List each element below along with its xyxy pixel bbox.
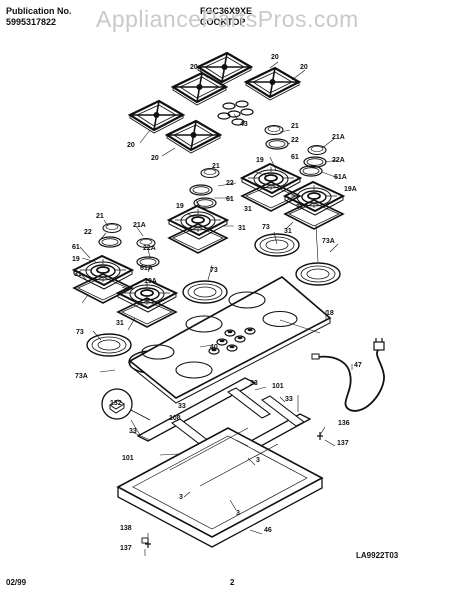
callout-31: 31: [74, 271, 82, 278]
callout-61A: 61A: [140, 265, 153, 272]
callout-22A: 22A: [143, 245, 156, 252]
callout-47: 47: [354, 362, 362, 369]
callout-137: 137: [337, 440, 349, 447]
callout-20: 20: [271, 54, 279, 61]
callout-33: 33: [178, 403, 186, 410]
callout-73: 73: [76, 329, 84, 336]
callout-31: 31: [238, 225, 246, 232]
callout-19: 19: [256, 157, 264, 164]
callout-20: 20: [151, 155, 159, 162]
diagram-code: LA9922T03: [356, 551, 399, 560]
callout-61: 61: [291, 154, 299, 161]
section-title: COOKTOP: [200, 17, 246, 27]
spark-module: [101, 388, 151, 421]
callout-22A: 22A: [332, 157, 345, 164]
leader-lines: [79, 61, 353, 556]
callout-21A: 21A: [332, 134, 345, 141]
model-number: FGC36X9XE: [200, 6, 253, 16]
callout-33: 33: [129, 428, 137, 435]
publication-number: 5995317822: [6, 17, 57, 27]
callout-21A: 21A: [133, 222, 146, 229]
callout-31: 31: [244, 206, 252, 213]
burner-grates: [128, 51, 301, 155]
cooktop-main-top: [128, 276, 332, 404]
burner-box: [116, 427, 324, 548]
callout-18: 18: [326, 310, 334, 317]
callout-3: 3: [236, 510, 240, 517]
callout-19: 19: [72, 256, 80, 263]
callout-33: 33: [250, 380, 258, 387]
callout-33: 33: [285, 396, 293, 403]
footer-date: 02/99: [6, 578, 27, 587]
callout-31: 31: [296, 204, 304, 211]
callout-22: 22: [84, 229, 92, 236]
callout-22: 22: [226, 180, 234, 187]
callout-46: 46: [264, 527, 272, 534]
page-number: 2: [230, 578, 235, 587]
callout-138: 138: [120, 525, 132, 532]
watermark: AppliancePartsPros.com: [96, 6, 359, 32]
callout-22: 22: [291, 137, 299, 144]
callout-labels: 20 20 20 20 20 43 21 22 21A 22A 61 19 61…: [72, 54, 362, 552]
callout-61: 61: [226, 196, 234, 203]
callout-73A: 73A: [75, 373, 88, 380]
callout-43: 43: [240, 121, 248, 128]
mounting-screws: [141, 432, 323, 548]
callout-20: 20: [190, 64, 198, 71]
callout-3: 3: [179, 494, 183, 501]
callout-73: 73: [262, 224, 270, 231]
callout-61A: 61A: [334, 174, 347, 181]
callout-40: 40: [210, 344, 218, 351]
callout-21: 21: [291, 123, 299, 130]
callout-73A: 73A: [322, 238, 335, 245]
power-cord: [311, 338, 385, 412]
callout-21: 21: [96, 213, 104, 220]
callout-21: 21: [212, 163, 220, 170]
callout-19: 19: [176, 203, 184, 210]
callout-19A: 19A: [344, 186, 357, 193]
callout-132: 132: [110, 400, 122, 407]
callout-137: 137: [120, 545, 132, 552]
publication-label: Publication No.: [6, 6, 72, 16]
callout-19A: 19A: [144, 278, 157, 285]
callout-73: 73: [210, 267, 218, 274]
callout-108: 108: [169, 415, 181, 422]
callout-31: 31: [284, 228, 292, 235]
grate-center-parts: [217, 100, 254, 126]
callout-101: 101: [122, 455, 134, 462]
callout-101: 101: [272, 383, 284, 390]
callout-3: 3: [256, 457, 260, 464]
callout-31: 31: [116, 320, 124, 327]
callout-20: 20: [127, 142, 135, 149]
callout-20: 20: [300, 64, 308, 71]
callout-136: 136: [338, 420, 350, 427]
callout-61: 61: [72, 244, 80, 251]
